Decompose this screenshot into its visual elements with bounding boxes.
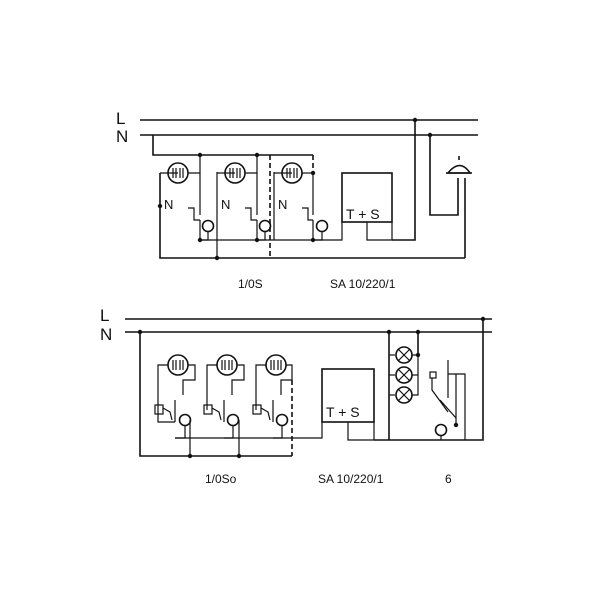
controller-label: T + S — [346, 206, 380, 222]
caption-controller-top: SA 10/220/1 — [330, 277, 396, 291]
lamp-icon-1 — [395, 346, 413, 364]
rail-label-l: L — [116, 109, 125, 128]
lamp-icon-2 — [395, 366, 413, 384]
top-diagram: L N N — [116, 109, 478, 291]
controller-feed — [392, 120, 416, 241]
return-bus-bottom — [139, 332, 292, 457]
switch-unit-2 — [217, 152, 275, 243]
lamp-icon-3 — [395, 386, 413, 404]
relay-unit — [429, 319, 484, 441]
switched-line-bottom — [175, 422, 323, 439]
switch-label-n-1: N — [164, 197, 173, 212]
caption-controller-bottom: SA 10/220/1 — [318, 472, 384, 486]
switch-unit-bottom-2 — [203, 354, 245, 459]
rail-label-n-bottom: N — [100, 325, 112, 344]
switch-unit-3 — [274, 162, 329, 243]
bell-icon — [427, 132, 472, 258]
controller-label-bottom: T + S — [326, 404, 360, 420]
bottom-diagram: L N — [100, 306, 492, 486]
switched-line — [200, 222, 343, 241]
caption-relay-type: 6 — [445, 472, 452, 486]
switch-unit-bottom-3 — [252, 354, 293, 439]
switch-unit-bottom-1 — [154, 354, 196, 459]
switch-label-n-2: N — [221, 197, 230, 212]
neutral-feed — [152, 135, 313, 156]
switch-label-n-3: N — [278, 197, 287, 212]
caption-switch-type-top: 1/0S — [238, 277, 263, 291]
return-bus — [159, 173, 465, 259]
switch-unit-1 — [160, 152, 220, 261]
rail-label-n: N — [116, 127, 128, 146]
caption-switch-type-bottom: 1/0So — [205, 472, 237, 486]
rail-label-l-bottom: L — [100, 306, 109, 325]
lamp-stack — [386, 329, 421, 440]
